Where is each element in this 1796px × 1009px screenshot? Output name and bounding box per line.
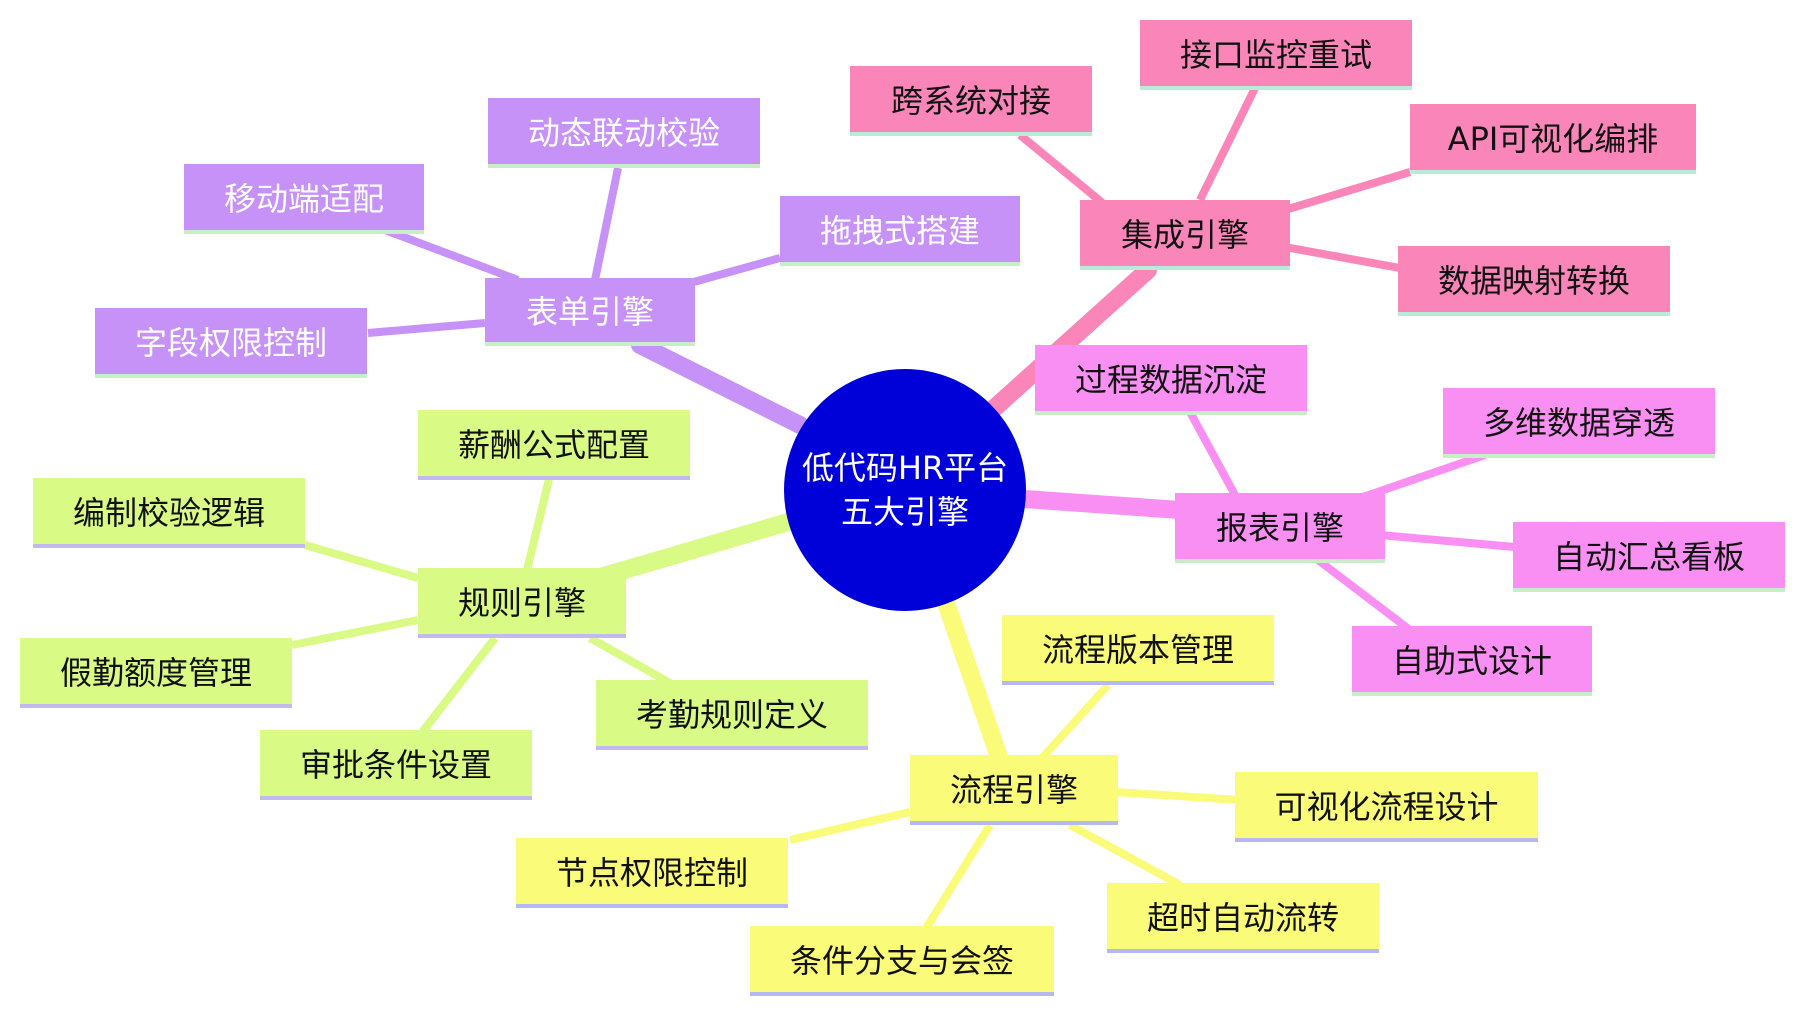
edge-form-dynamic [591, 167, 622, 281]
leaf-form-field: 字段权限控制 [95, 308, 367, 378]
leaf-int-map: 数据映射转换 [1398, 246, 1670, 316]
edge-form-field [367, 319, 486, 337]
edge-rep-auto [1379, 531, 1516, 551]
center-title-line1: 低代码HR平台 [801, 449, 1009, 487]
edge-int-monitor [1196, 86, 1259, 202]
edge-proc-node [789, 808, 911, 844]
leaf-rule-staff: 编制校验逻辑 [33, 478, 305, 548]
leaf-rep-process: 过程数据沉淀 [1035, 345, 1307, 415]
leaf-proc-node: 节点权限控制 [516, 838, 788, 908]
leaf-rep-multi: 多维数据穿透 [1443, 388, 1715, 458]
center-title-line2: 五大引擎 [840, 493, 969, 531]
edge-rep-self [1315, 556, 1413, 634]
trunk-integration [981, 261, 1157, 421]
leaf-rule-attend: 考勤规则定义 [596, 680, 868, 750]
branch-process: 流程引擎 [910, 755, 1118, 825]
edge-int-map [1284, 243, 1401, 272]
leaf-int-api: API可视化编排 [1410, 104, 1696, 174]
edge-proc-visual [1114, 788, 1241, 804]
leaf-int-cross: 跨系统对接 [850, 66, 1092, 136]
trunk-process [936, 591, 1009, 769]
leaf-rep-auto: 自动汇总看板 [1513, 522, 1785, 592]
leaf-rule-leave: 假勤额度管理 [20, 638, 292, 708]
leaf-rule-approve: 审批条件设置 [260, 730, 532, 800]
leaf-form-mobile: 移动端适配 [184, 164, 424, 234]
branch-integration: 集成引擎 [1080, 200, 1290, 270]
edge-rule-approve [416, 635, 499, 738]
branch-rule: 规则引擎 [418, 568, 626, 638]
edge-rule-salary [523, 474, 554, 571]
edge-form-drag [688, 254, 782, 287]
trunk-form [631, 336, 809, 434]
leaf-proc-timeout: 超时自动流转 [1107, 883, 1379, 953]
edge-int-api [1283, 168, 1412, 214]
leaf-rule-salary: 薪酬公式配置 [418, 410, 690, 480]
branch-report: 报表引擎 [1175, 493, 1385, 563]
edge-int-cross [1017, 131, 1108, 209]
leaf-proc-version: 流程版本管理 [1002, 615, 1274, 685]
leaf-rep-self: 自助式设计 [1352, 626, 1592, 696]
edge-form-mobile [383, 226, 520, 284]
edge-rule-attend [588, 634, 672, 687]
leaf-form-drag: 拖拽式搭建 [780, 196, 1020, 266]
edge-proc-version [1039, 682, 1111, 761]
leaf-proc-visual: 可视化流程设计 [1235, 772, 1538, 842]
leaf-int-monitor: 接口监控重试 [1140, 20, 1412, 90]
edge-rule-staff [303, 541, 420, 582]
edge-rule-leave [291, 616, 419, 649]
center-node: 低代码HR平台 五大引擎 [784, 369, 1026, 611]
leaf-proc-branch: 条件分支与会签 [750, 926, 1054, 996]
edge-rep-multi [1358, 451, 1487, 502]
trunk-report [1001, 489, 1189, 519]
leaf-form-dynamic: 动态联动校验 [488, 98, 760, 168]
branch-form: 表单引擎 [485, 278, 695, 346]
edge-rep-process [1186, 410, 1239, 497]
edge-proc-branch [921, 822, 994, 933]
edge-proc-timeout [1068, 821, 1182, 889]
